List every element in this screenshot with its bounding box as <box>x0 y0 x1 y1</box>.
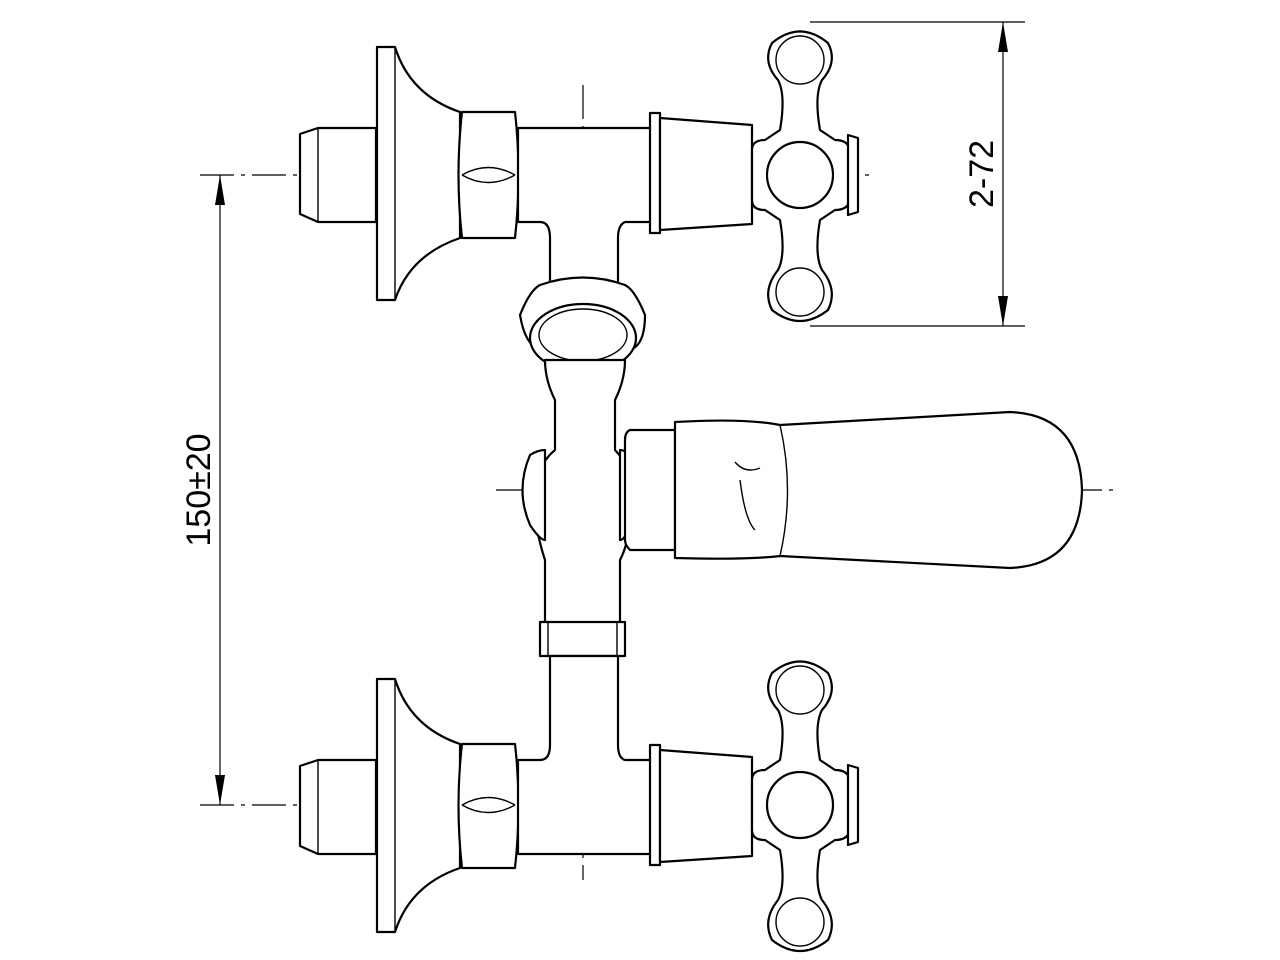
lower-threaded-stub <box>298 758 378 856</box>
dimension-handle-span: 2-72 <box>810 21 1025 327</box>
upper-bonnet-ring <box>648 111 662 235</box>
upper-threaded-stub <box>298 126 378 224</box>
upper-handle-hub <box>765 140 835 210</box>
lower-body-pipe <box>516 654 657 856</box>
lower-bonnet-ring <box>648 743 662 867</box>
upper-inlet-assembly <box>298 45 754 332</box>
dimension-label-spacing: 150±20 <box>180 433 218 546</box>
upper-cross-handle[interactable] <box>750 30 860 322</box>
dimension-spacing: 150±20 <box>180 175 225 805</box>
spacing-arrow-bottom <box>215 775 225 805</box>
upper-valve-bonnet <box>658 116 754 232</box>
dimension-label-handle-span: 2-72 <box>963 140 1001 208</box>
aerator-mark <box>734 461 761 531</box>
spacing-arrow-top <box>215 175 225 205</box>
lower-cross-handle[interactable] <box>750 660 860 952</box>
central-column <box>533 358 633 632</box>
lower-thread-collar <box>538 620 627 658</box>
lower-inlet-assembly <box>298 654 754 934</box>
spout-collar <box>623 428 677 552</box>
span-arrow-bottom <box>998 296 1008 326</box>
lower-valve-bonnet <box>658 748 754 864</box>
diverter-knob-left <box>521 448 547 542</box>
spout-assembly <box>623 410 1084 570</box>
span-arrow-top <box>998 22 1008 52</box>
upper-hex-nut <box>457 110 520 240</box>
spout <box>673 410 1084 570</box>
lower-escutcheon-flange <box>375 677 462 934</box>
lower-hex-nut <box>457 742 520 870</box>
lower-handle-hub <box>765 770 835 840</box>
upper-escutcheon-flange <box>375 45 462 302</box>
